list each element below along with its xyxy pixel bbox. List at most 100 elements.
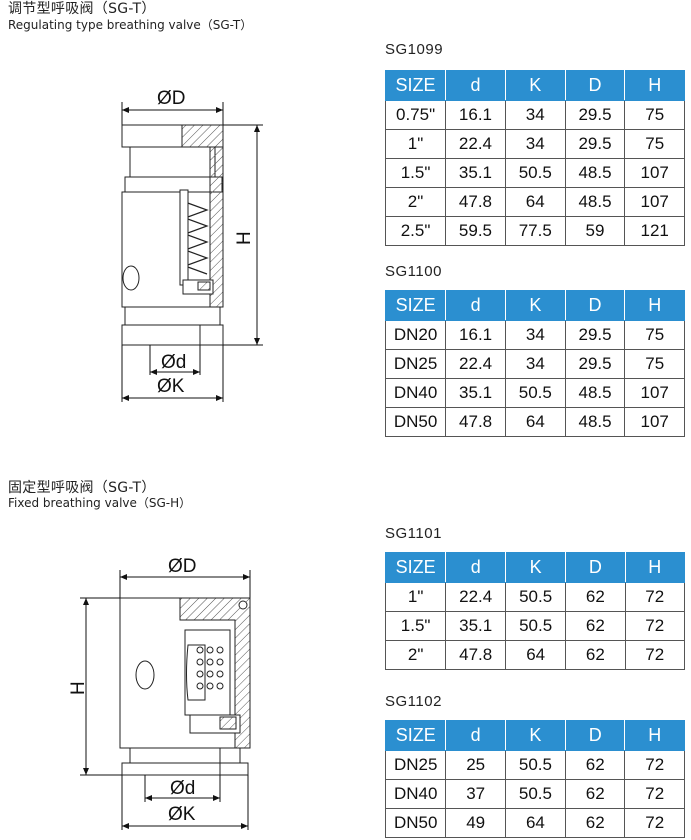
table-cell: 35.1 (445, 611, 507, 641)
table-cell: 2" (384, 640, 447, 670)
header-cell: d (445, 720, 506, 751)
table-cell: 50.5 (504, 158, 566, 188)
table-cell: 48.5 (564, 407, 626, 437)
table-cell: 34 (504, 349, 566, 379)
table-cell: 48.5 (564, 158, 626, 188)
dim-label-H: H (68, 681, 89, 695)
table-cell: 107 (624, 187, 685, 217)
table-cell: 64 (505, 640, 567, 670)
table-cell: 64 (504, 808, 566, 838)
table-cell: DN50 (384, 407, 447, 437)
table-cell: 107 (624, 378, 685, 408)
table-cell: 107 (624, 407, 685, 437)
table-cell: 75 (624, 100, 685, 130)
table-cell: 50.5 (505, 611, 567, 641)
table-cell: 75 (624, 320, 685, 350)
header-cell: SIZE (384, 70, 447, 101)
table-cell: 0.75" (384, 100, 447, 130)
table-cell: 1.5" (384, 611, 447, 641)
table-cell: 62 (564, 808, 626, 838)
header-cell: D (564, 720, 626, 751)
table-cell: 62 (565, 611, 626, 641)
header-cell: D (565, 552, 626, 583)
table-header-row: SIZE d K D H (384, 720, 685, 751)
regulating-valve-drawing: ØD H Ød ØK (121, 88, 263, 402)
header-cell: H (624, 70, 685, 101)
section-title-fixed: 固定型呼吸阀（SG-T） (8, 480, 156, 496)
table-cell: 16.1 (445, 100, 506, 130)
table-cell: 48.5 (564, 378, 626, 408)
table-cell: 50.5 (504, 378, 566, 408)
dim-label-D: ØD (168, 556, 197, 577)
table-cell: 62 (564, 750, 626, 780)
table-cell: 22.4 (445, 349, 506, 379)
table-cell: 16.1 (445, 320, 506, 350)
table-cell: 50.5 (504, 750, 566, 780)
table-cell: 22.4 (445, 582, 507, 612)
table-cell: 35.1 (445, 158, 506, 188)
table-cell: DN50 (384, 808, 447, 838)
table-cell: 62 (565, 640, 626, 670)
table-cell: 72 (624, 582, 686, 612)
table-cell: DN20 (384, 320, 447, 350)
table-cell: 47.8 (445, 407, 506, 437)
header-cell: K (504, 720, 566, 751)
table-header-row: SIZE d K D H (384, 70, 685, 101)
fixed-valve-drawing: ØD H Ød ØK (68, 556, 251, 830)
dim-label-d: Ød (170, 778, 195, 799)
dim-label-D: ØD (157, 88, 186, 109)
table-cell: 1.5" (384, 158, 447, 188)
section-subtitle-regulating: Regulating type breathing valve（SG-T） (8, 18, 253, 32)
dim-label-d: Ød (161, 352, 186, 373)
header-cell: H (624, 552, 686, 583)
table-cell: 29.5 (564, 129, 626, 159)
table-header-row: SIZE d K D H (384, 290, 685, 321)
table-cell: DN25 (384, 750, 447, 780)
table-cell: 62 (564, 779, 626, 809)
dim-label-H: H (234, 231, 255, 245)
table-cell: 75 (624, 349, 685, 379)
table-cell: 34 (504, 129, 566, 159)
table-cell: 62 (565, 582, 626, 612)
table-cell: DN40 (384, 378, 447, 408)
model-label-sg1100: SG1100 (385, 263, 442, 280)
table-cell: 1" (384, 129, 447, 159)
table-cell: 1" (384, 582, 447, 612)
table-cell: 34 (504, 100, 566, 130)
header-cell: K (504, 290, 566, 321)
table-cell: 72 (624, 779, 685, 809)
model-label-sg1099: SG1099 (385, 41, 444, 58)
table-cell: 25 (445, 750, 506, 780)
model-label-sg1102: SG1102 (385, 693, 442, 710)
table-cell: 59.5 (445, 216, 506, 246)
table-cell: 29.5 (564, 349, 626, 379)
header-cell: d (445, 70, 506, 101)
table-cell: 22.4 (445, 129, 506, 159)
table-cell: 35.1 (445, 378, 506, 408)
table-cell: 59 (564, 216, 626, 246)
header-cell: H (624, 720, 685, 751)
section-title-regulating: 调节型呼吸阀（SG-T） (8, 1, 156, 17)
table-cell: 107 (624, 158, 685, 188)
header-cell: SIZE (384, 720, 447, 751)
table-cell: 37 (445, 779, 506, 809)
table-cell: 72 (624, 611, 686, 641)
header-cell: K (505, 552, 567, 583)
table-cell: 72 (624, 640, 686, 670)
table-cell: 64 (504, 187, 566, 217)
table-cell: 29.5 (564, 320, 626, 350)
